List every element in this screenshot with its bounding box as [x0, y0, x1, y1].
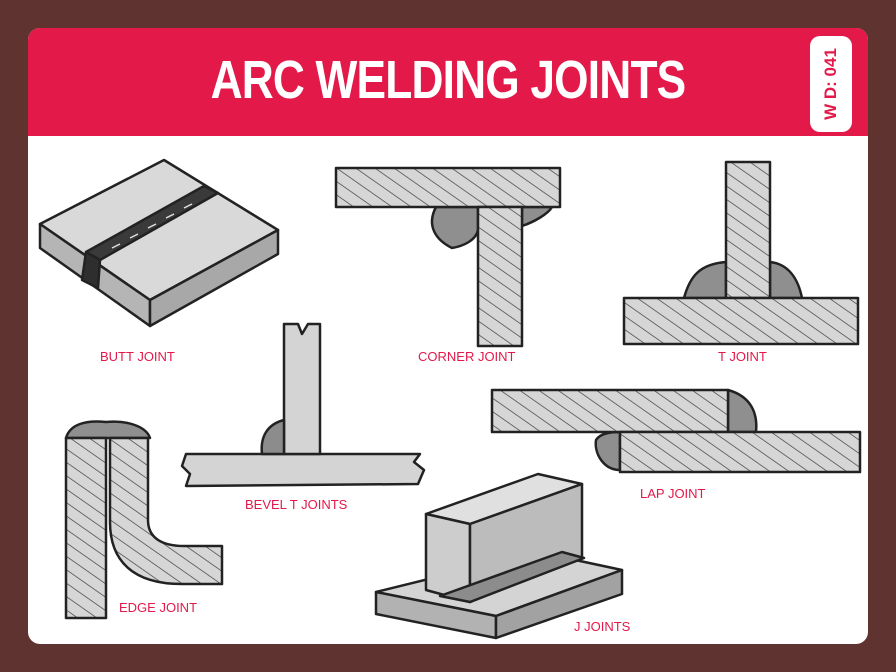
edge-joint-drawing: [64, 420, 224, 620]
joint-label-bevel-t: BEVEL T JOINTS: [245, 497, 348, 512]
j-joint-drawing: [374, 472, 624, 640]
corner-joint-drawing: [334, 166, 562, 348]
joint-label-lap: LAP JOINT: [640, 486, 706, 501]
joint-label-edge: EDGE JOINT: [119, 600, 198, 615]
joint-label-corner: CORNER JOINT: [418, 349, 516, 364]
code-badge: W D: 041: [810, 36, 852, 132]
joint-label-butt: BUTT JOINT: [100, 349, 175, 364]
title-banner: ARC WELDING JOINTS W D: 041: [28, 28, 868, 136]
bevel-t-joint-drawing: [180, 322, 426, 488]
butt-joint-drawing: [38, 158, 280, 328]
joint-label-t: T JOINT: [718, 349, 767, 364]
page-title: ARC WELDING JOINTS: [210, 50, 687, 110]
t-joint-drawing: [622, 160, 860, 346]
lap-joint-drawing: [490, 388, 862, 474]
joint-label-j: J JOINTS: [574, 619, 631, 634]
